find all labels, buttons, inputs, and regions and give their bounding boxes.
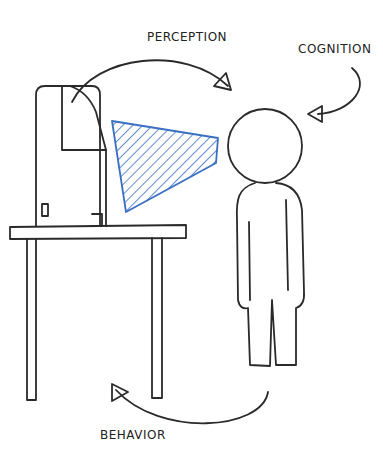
- behavior-label: BEHAVIOR: [100, 428, 166, 442]
- perception-label: PERCEPTION: [147, 30, 227, 44]
- computer-foot: [92, 214, 102, 226]
- arrow-head: [214, 73, 231, 90]
- computer-front: [62, 86, 106, 226]
- view-cone: [112, 121, 218, 212]
- arm: [286, 200, 288, 290]
- cognition-label: COGNITION: [298, 42, 371, 56]
- table-top: [10, 225, 186, 239]
- cognition-arrow: [318, 68, 360, 114]
- arrow-head: [308, 106, 322, 122]
- drive-slot: [42, 204, 48, 216]
- body: [237, 183, 304, 366]
- computer-screen: [70, 86, 106, 150]
- perception-arrow: [72, 60, 228, 102]
- computer-case: [36, 86, 100, 226]
- arrow-head: [112, 384, 128, 401]
- table-leg: [152, 238, 162, 398]
- head: [228, 109, 302, 183]
- behavior-arrow: [116, 390, 268, 423]
- table-leg: [27, 239, 36, 400]
- arm: [249, 222, 250, 300]
